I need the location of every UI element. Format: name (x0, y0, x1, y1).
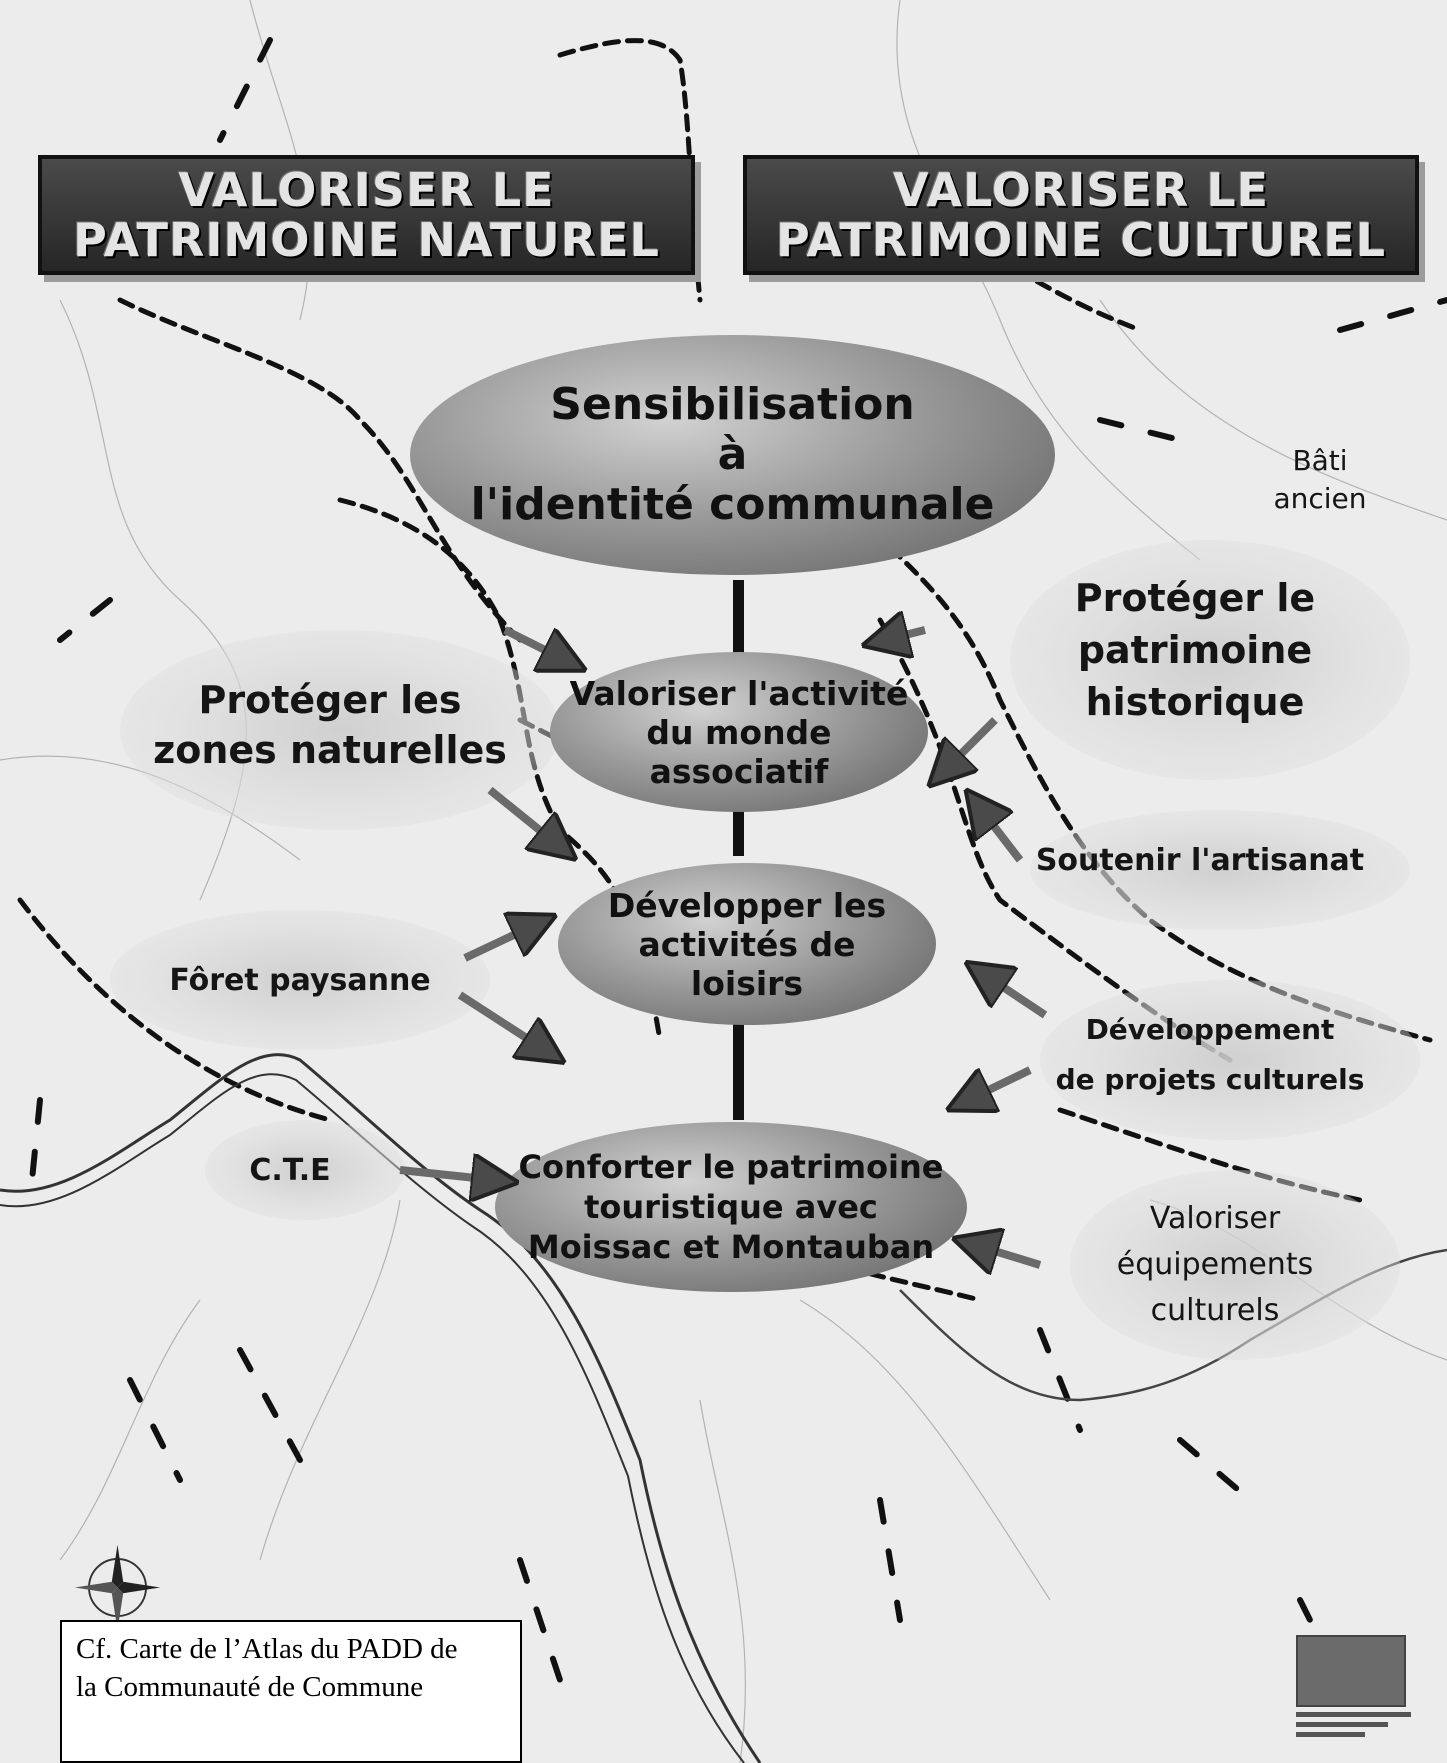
arrow-historique-to-valoriser2 (945, 717, 998, 770)
arrow-historique-to-valoriser (885, 630, 926, 640)
label-cte: C.T.E (249, 1152, 331, 1188)
label-foret-paysanne: Fôret paysanne (169, 962, 431, 998)
logo-line-3 (1296, 1732, 1365, 1737)
compass-rose-icon (74, 1544, 161, 1631)
bati-line1: Bâti (1292, 444, 1348, 477)
caption-box: Cf. Carte de l’Atlas du PADD de la Commu… (60, 1620, 522, 1763)
conforter-line2: touristique avec (584, 1188, 878, 1226)
equipements-line1: Valoriser (1149, 1201, 1281, 1236)
blob-foret (110, 910, 490, 1050)
developper-loisirs-line1: Développer les (607, 885, 887, 925)
developper-loisirs-line2: activités de (638, 924, 856, 964)
projets-line2: de projets culturels (1055, 1063, 1365, 1096)
arrow-equipements-to-conforter (975, 1245, 1042, 1265)
sensibilisation-line2: à (717, 429, 748, 480)
banner-patrimoine-culturel: VALORISER LE PATRIMOINE CULTUREL (743, 155, 1419, 275)
arrow-projets-to-conforter (968, 1066, 1032, 1100)
historique-line2: patrimoine (1077, 628, 1313, 672)
arrow-foret-to-developper (463, 925, 535, 962)
label-bati-ancien: Bâti ancien (1245, 435, 1395, 525)
logo-line-1 (1296, 1712, 1411, 1717)
logo-line-2 (1296, 1722, 1388, 1727)
ellipse-conforter-patrimoine: Conforter le patrimoine touristique avec… (495, 1122, 967, 1292)
valoriser-activite-line2: du monde (646, 712, 832, 752)
sensibilisation-line1: Sensibilisation (550, 379, 915, 430)
blob-projets (1040, 980, 1420, 1140)
arrow-projets-to-developper (985, 975, 1048, 1019)
caption-line1: Cf. Carte de l’Atlas du PADD de (76, 1633, 458, 1665)
ellipse-developper-loisirs: Développer les activités de loisirs (558, 863, 936, 1025)
blob-artisanat (1030, 810, 1410, 930)
label-developpement-projets-culturels: Développement de projets culturels (1040, 1005, 1380, 1105)
banner-natural-line1: VALORISER LE (178, 163, 555, 217)
bati-line2: ancien (1273, 482, 1367, 515)
arrow-cte-to-conforter (399, 1170, 495, 1180)
banner-natural-line2: PATRIMOINE NATUREL (73, 213, 660, 267)
equipements-line3: culturels (1150, 1293, 1280, 1328)
arrow-zones-to-valoriser (503, 626, 565, 660)
valoriser-activite-line3: associatif (649, 751, 829, 791)
valoriser-activite-line1: Valoriser l'activité (569, 673, 909, 713)
organisation-logo (1296, 1635, 1411, 1755)
arrow-artisanat-to-valoriser (980, 808, 1024, 863)
blob-equipements (1070, 1170, 1400, 1360)
label-proteger-patrimoine-historique: Protéger le patrimoine historique (1030, 565, 1360, 735)
label-valoriser-equipements-culturels: Valoriser équipements culturels (1085, 1190, 1345, 1340)
logo-mark (1296, 1635, 1406, 1707)
blob-zones (120, 630, 560, 830)
banner-cultural-line1: VALORISER LE (892, 163, 1270, 217)
equipements-line2: équipements (1116, 1247, 1314, 1282)
label-soutenir-artisanat: Soutenir l'artisanat (1035, 842, 1365, 878)
ellipse-valoriser-activite: Valoriser l'activité du monde associatif (550, 652, 928, 812)
historique-line1: Protéger le (1074, 576, 1316, 620)
blob-historique (1010, 540, 1410, 780)
blob-cte (205, 1120, 405, 1220)
banner-patrimoine-naturel: VALORISER LE PATRIMOINE NATUREL (38, 155, 695, 275)
sensibilisation-line3: l'identité communale (470, 479, 995, 530)
projets-line1: Développement (1085, 1013, 1335, 1046)
conforter-line3: Moissac et Montauban (527, 1228, 935, 1266)
label-proteger-zones-naturelles: Protéger les zones naturelles (120, 665, 540, 785)
developper-loisirs-line3: loisirs (690, 963, 804, 1003)
historique-line3: historique (1085, 680, 1305, 724)
ellipse-sensibilisation: Sensibilisation à l'identité communale (410, 335, 1055, 575)
zones-line2: zones naturelles (153, 728, 507, 772)
caption-line2: la Communauté de Commune (76, 1671, 424, 1703)
arrow-foret-to-conforter (457, 991, 545, 1050)
arrow-zones-to-developper (487, 786, 558, 845)
zones-line1: Protéger les (198, 678, 462, 722)
banner-cultural-line2: PATRIMOINE CULTUREL (775, 213, 1387, 267)
conforter-line1: Conforter le patrimoine (518, 1148, 944, 1186)
